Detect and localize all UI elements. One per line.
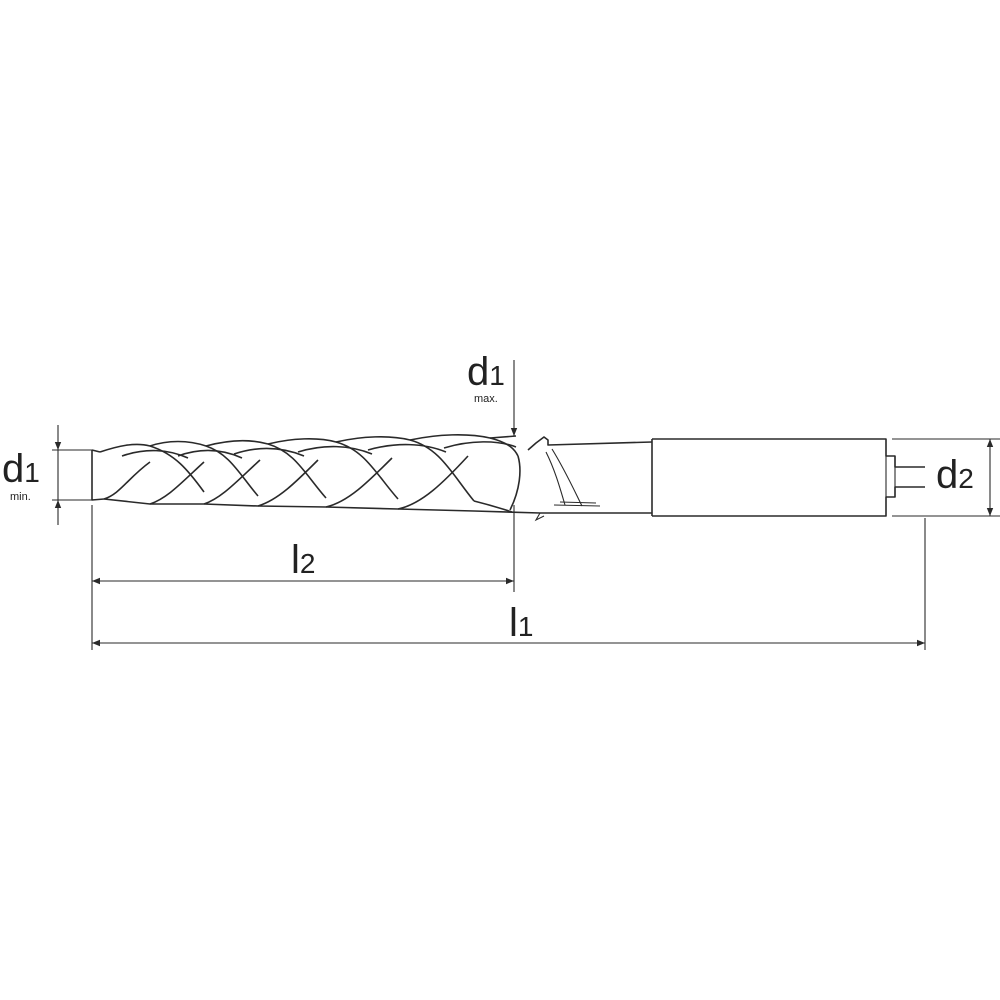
svg-text:d1: d1 (2, 447, 40, 491)
l1-index: 1 (518, 611, 534, 642)
d1-min-index: 1 (24, 457, 40, 488)
d1-min-note: min. (10, 491, 31, 503)
d1-min-symbol: d (2, 447, 24, 491)
neck-section (527, 436, 653, 522)
dimensions: d1 min. d1 max. d2 (2, 350, 1000, 650)
dimension-l2: l2 (91, 505, 515, 650)
l2-index: 2 (300, 548, 316, 579)
shank-section (651, 438, 925, 517)
svg-text:d2: d2 (936, 453, 974, 497)
dimension-d1-min: d1 min. (2, 425, 92, 525)
dimension-l1: l1 (92, 518, 926, 650)
d2-symbol: d (936, 453, 958, 497)
dimension-d1-max: d1 max. (467, 350, 518, 436)
d1-max-note: max. (474, 393, 498, 405)
fluted-section (91, 434, 541, 514)
d1-max-index: 1 (489, 360, 505, 391)
d2-index: 2 (958, 463, 974, 494)
svg-text:l1: l1 (509, 601, 533, 645)
l1-symbol: l (509, 601, 518, 645)
d1-max-symbol: d (467, 350, 489, 394)
reamer-body (91, 434, 925, 522)
dimension-d2: d2 (892, 438, 1000, 517)
svg-text:l2: l2 (291, 538, 315, 582)
svg-text:d1: d1 (467, 350, 505, 394)
l2-symbol: l (291, 538, 300, 582)
